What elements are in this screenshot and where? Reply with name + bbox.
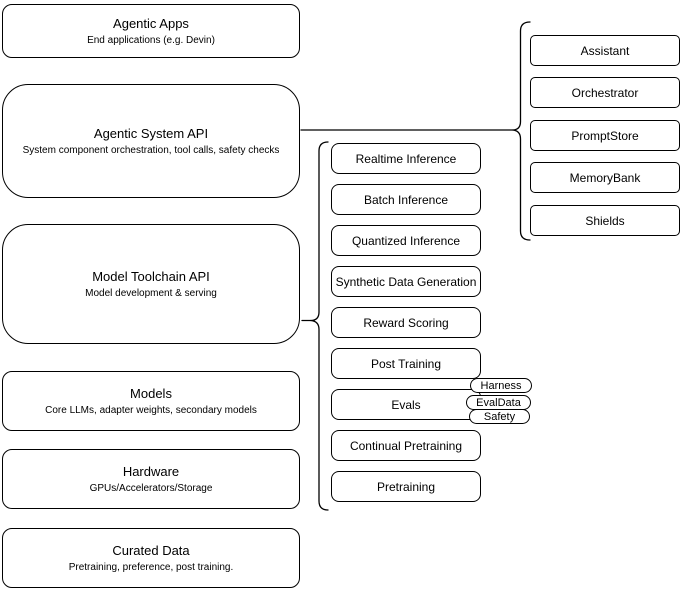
tag-harness: Harness <box>470 378 532 393</box>
layer-subtitle: GPUs/Accelerators/Storage <box>89 482 213 494</box>
layer-subtitle: System component orchestration, tool cal… <box>22 144 280 156</box>
layer-curated-data: Curated Data Pretraining, preference, po… <box>2 528 300 588</box>
layer-agentic-apps: Agentic Apps End applications (e.g. Devi… <box>2 4 300 58</box>
layer-subtitle: Pretraining, preference, post training. <box>68 561 234 573</box>
component-assistant: Assistant <box>530 35 680 66</box>
layer-models: Models Core LLMs, adapter weights, secon… <box>2 371 300 431</box>
layer-title: Hardware <box>122 463 180 479</box>
component-memorybank: MemoryBank <box>530 162 680 193</box>
node-continual-pretraining: Continual Pretraining <box>331 430 481 461</box>
tag-safety: Safety <box>469 409 530 424</box>
node-evals: Evals <box>331 389 481 420</box>
component-orchestrator: Orchestrator <box>530 77 680 108</box>
node-pretraining: Pretraining <box>331 471 481 502</box>
layer-subtitle: Model development & serving <box>85 287 217 299</box>
node-synthetic-data-generation: Synthetic Data Generation <box>331 266 481 297</box>
node-realtime-inference: Realtime Inference <box>331 143 481 174</box>
component-promptstore: PromptStore <box>530 120 680 151</box>
components-brace <box>512 21 531 241</box>
layer-title: Curated Data <box>112 542 190 558</box>
layer-title: Agentic Apps <box>113 15 189 31</box>
layer-agentic-system-api: Agentic System API System component orch… <box>2 84 300 198</box>
layer-title: Agentic System API <box>93 125 209 141</box>
toolchain-brace <box>310 141 329 511</box>
layer-title: Model Toolchain API <box>92 268 210 284</box>
node-batch-inference: Batch Inference <box>331 184 481 215</box>
component-shields: Shields <box>530 205 680 236</box>
node-quantized-inference: Quantized Inference <box>331 225 481 256</box>
node-post-training: Post Training <box>331 348 481 379</box>
layer-hardware: Hardware GPUs/Accelerators/Storage <box>2 449 300 509</box>
tag-evaldata: EvalData <box>466 395 531 410</box>
layer-subtitle: End applications (e.g. Devin) <box>87 34 215 46</box>
layer-subtitle: Core LLMs, adapter weights, secondary mo… <box>45 404 257 416</box>
node-reward-scoring: Reward Scoring <box>331 307 481 338</box>
layer-model-toolchain-api: Model Toolchain API Model development & … <box>2 224 300 344</box>
layer-title: Models <box>130 385 172 401</box>
